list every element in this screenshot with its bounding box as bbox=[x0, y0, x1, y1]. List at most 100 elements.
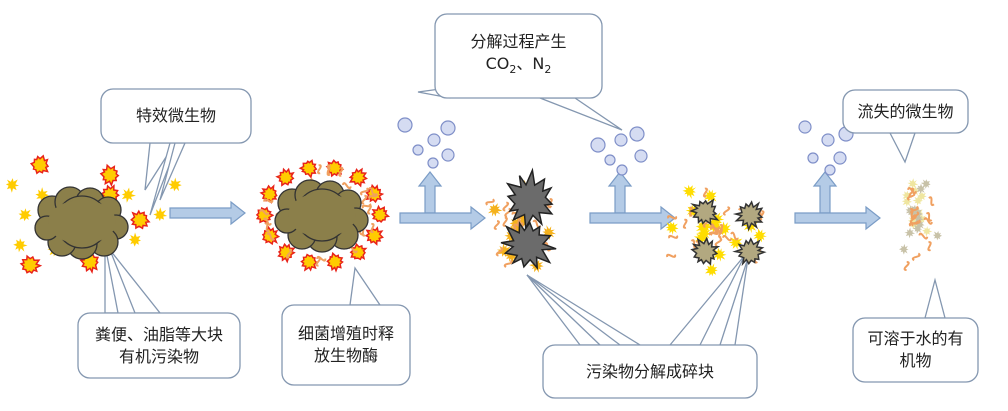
enzyme-squiggle bbox=[927, 241, 932, 252]
gas-bubble bbox=[616, 164, 628, 176]
enzyme-squiggle bbox=[710, 228, 720, 236]
organic-clump-core bbox=[48, 200, 116, 244]
red-microbe bbox=[29, 154, 50, 175]
gas-bubble bbox=[629, 126, 645, 142]
callout-box bbox=[100, 88, 252, 144]
light-fragment bbox=[689, 198, 720, 226]
enzyme-squiggle bbox=[259, 208, 270, 216]
yellow-microbe bbox=[18, 208, 32, 222]
enzyme-squiggle bbox=[730, 231, 739, 241]
enzyme-squiggle bbox=[361, 194, 368, 205]
enzyme-squiggle bbox=[910, 205, 919, 215]
soluble-particle bbox=[904, 227, 915, 239]
callout-soluble-line1: 可溶于水的有 bbox=[867, 329, 964, 348]
callout-microbes-text: 特效微生物 bbox=[135, 106, 216, 125]
gas-bubble bbox=[634, 149, 648, 163]
gas-co: CO bbox=[485, 53, 510, 73]
faded-microbe bbox=[917, 191, 927, 201]
gas-bubble bbox=[427, 133, 441, 147]
soluble-particle bbox=[932, 231, 942, 241]
callout-pointer bbox=[349, 266, 382, 306]
callout-boxes bbox=[77, 13, 979, 399]
red-microbe bbox=[277, 242, 296, 264]
yellow-microbe bbox=[695, 220, 710, 234]
up-arrow bbox=[417, 171, 443, 214]
gas-bubble bbox=[441, 148, 455, 162]
enzyme-squiggle bbox=[368, 192, 378, 200]
enzyme-squiggle bbox=[326, 164, 331, 175]
gas-bubble bbox=[614, 133, 628, 147]
enzyme-squiggle bbox=[906, 191, 916, 201]
red-microbe bbox=[255, 206, 275, 224]
callout-pointer bbox=[888, 132, 916, 164]
yellow-microbe bbox=[13, 238, 28, 253]
callout-gas: 分解过程产生 CO2、N2 bbox=[435, 14, 602, 98]
callout-enzyme: 细菌增殖时释 放生物酶 bbox=[282, 305, 410, 385]
enzyme-squiggle bbox=[493, 220, 500, 231]
yellow-microbe bbox=[168, 177, 182, 192]
enzyme-squiggle bbox=[286, 248, 292, 259]
yellow-microbe bbox=[705, 262, 718, 277]
yellow-microbe bbox=[128, 232, 141, 247]
gas-bubble bbox=[807, 152, 819, 164]
enzyme-squiggle bbox=[903, 261, 910, 272]
enzyme-squiggle bbox=[709, 223, 719, 232]
gas-bubble bbox=[798, 120, 812, 134]
enzyme-squiggle bbox=[504, 207, 512, 218]
faded-microbe bbox=[912, 195, 923, 206]
callout-box bbox=[542, 344, 758, 399]
yellow-microbe bbox=[488, 203, 503, 217]
red-microbe bbox=[364, 226, 384, 246]
red-microbe bbox=[275, 167, 295, 187]
callout-fragments-text: 污染物分解成碎块 bbox=[585, 361, 714, 381]
enzyme-squiggle bbox=[918, 232, 929, 240]
gas-bubble bbox=[427, 157, 439, 169]
gas-bubble bbox=[824, 164, 836, 176]
enzyme-squiggle bbox=[502, 201, 510, 212]
callout-gas-line2: CO2、N2 bbox=[486, 53, 552, 81]
gas-bubbles bbox=[397, 117, 854, 176]
callout-enzyme-line2: 放生物酶 bbox=[313, 346, 378, 365]
enzyme-squiggle bbox=[316, 255, 327, 262]
gas-bubble bbox=[604, 154, 616, 166]
callout-pointer bbox=[539, 97, 623, 131]
yellow-microbe bbox=[682, 184, 697, 199]
enzyme-squiggle bbox=[263, 198, 274, 204]
red-microbe bbox=[326, 251, 344, 273]
callout-fragments: 污染物分解成碎块 bbox=[543, 345, 757, 398]
yellow-microbe bbox=[712, 247, 727, 262]
enzyme-squiggle bbox=[370, 223, 375, 234]
red-microbe bbox=[99, 163, 120, 188]
enzyme-squiggle bbox=[722, 206, 731, 216]
process-arrows bbox=[169, 171, 881, 231]
right-arrow bbox=[589, 205, 676, 231]
enzyme-squiggle bbox=[359, 187, 369, 196]
yellow-microbe bbox=[703, 189, 717, 203]
callout-soluble-organics: 可溶于水的有 机物 bbox=[853, 318, 978, 382]
gas-bubble bbox=[397, 117, 413, 133]
enzyme-squiggle bbox=[264, 222, 270, 233]
callout-pollutants-line1: 粪便、油脂等大块 bbox=[94, 324, 223, 344]
enzyme-squiggle bbox=[928, 196, 935, 207]
enzyme-squiggle bbox=[667, 215, 678, 220]
callout-box bbox=[77, 312, 241, 379]
yellow-microbe bbox=[5, 178, 20, 193]
red-microbe bbox=[19, 254, 43, 274]
enzyme-squiggle bbox=[909, 214, 917, 224]
up-arrow bbox=[812, 171, 838, 214]
callout-lost-text: 流失的微生物 bbox=[857, 101, 954, 121]
enzyme-squiggle bbox=[908, 220, 919, 227]
red-microbe bbox=[300, 253, 318, 272]
right-arrow bbox=[169, 200, 246, 226]
enzyme-squiggle bbox=[759, 210, 765, 221]
enzyme-squiggle bbox=[718, 228, 723, 239]
enzyme-squiggle bbox=[668, 234, 679, 239]
enzyme-squiggle bbox=[315, 256, 322, 267]
enzyme-squiggle bbox=[317, 164, 322, 175]
enzyme-squiggle bbox=[907, 186, 917, 194]
enzyme-squiggle bbox=[338, 166, 344, 177]
callout-microbes: 特效微生物 bbox=[101, 89, 251, 143]
yellow-microbe bbox=[542, 225, 556, 241]
